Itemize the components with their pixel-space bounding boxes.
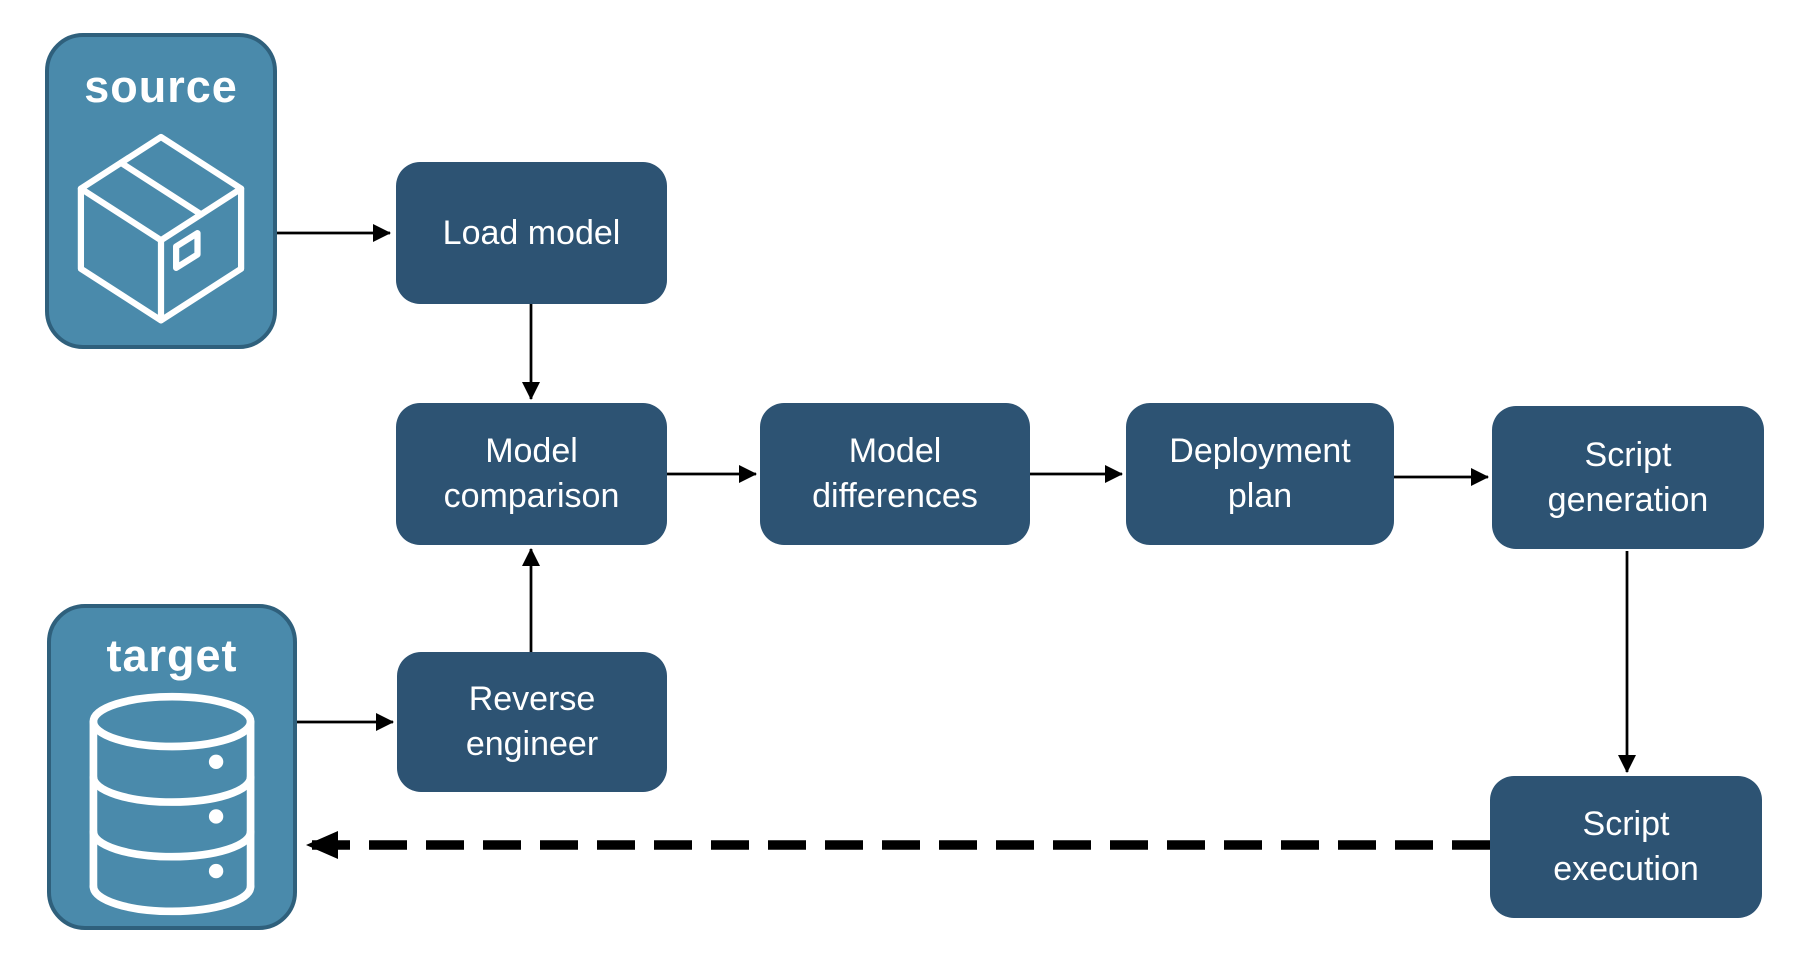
node-reverse-engineer: Reverse engineer <box>397 652 667 792</box>
node-label: Deployment plan <box>1169 432 1351 515</box>
node-model-differences: Model differences <box>760 403 1030 545</box>
node-label: Load model <box>442 213 621 252</box>
node-label: Script execution <box>1553 805 1699 888</box>
target-endpoint: target <box>47 604 297 930</box>
node-deployment-plan: Deployment plan <box>1126 403 1394 545</box>
node-label: Model comparison <box>443 432 620 515</box>
node-script-execution: Script execution <box>1490 776 1762 918</box>
package-icon <box>77 134 245 324</box>
node-label: Reverse engineer <box>465 680 599 763</box>
node-load-model: Load model <box>396 162 667 304</box>
target-label: target <box>106 630 238 681</box>
source-label: source <box>84 61 238 112</box>
node-label: Model differences <box>812 432 978 515</box>
database-icon <box>89 693 255 916</box>
node-label: Script generation <box>1547 435 1709 519</box>
node-script-generation: Script generation <box>1492 406 1764 549</box>
node-model-comparison: Model comparison <box>396 403 667 545</box>
source-endpoint: source <box>45 33 277 349</box>
